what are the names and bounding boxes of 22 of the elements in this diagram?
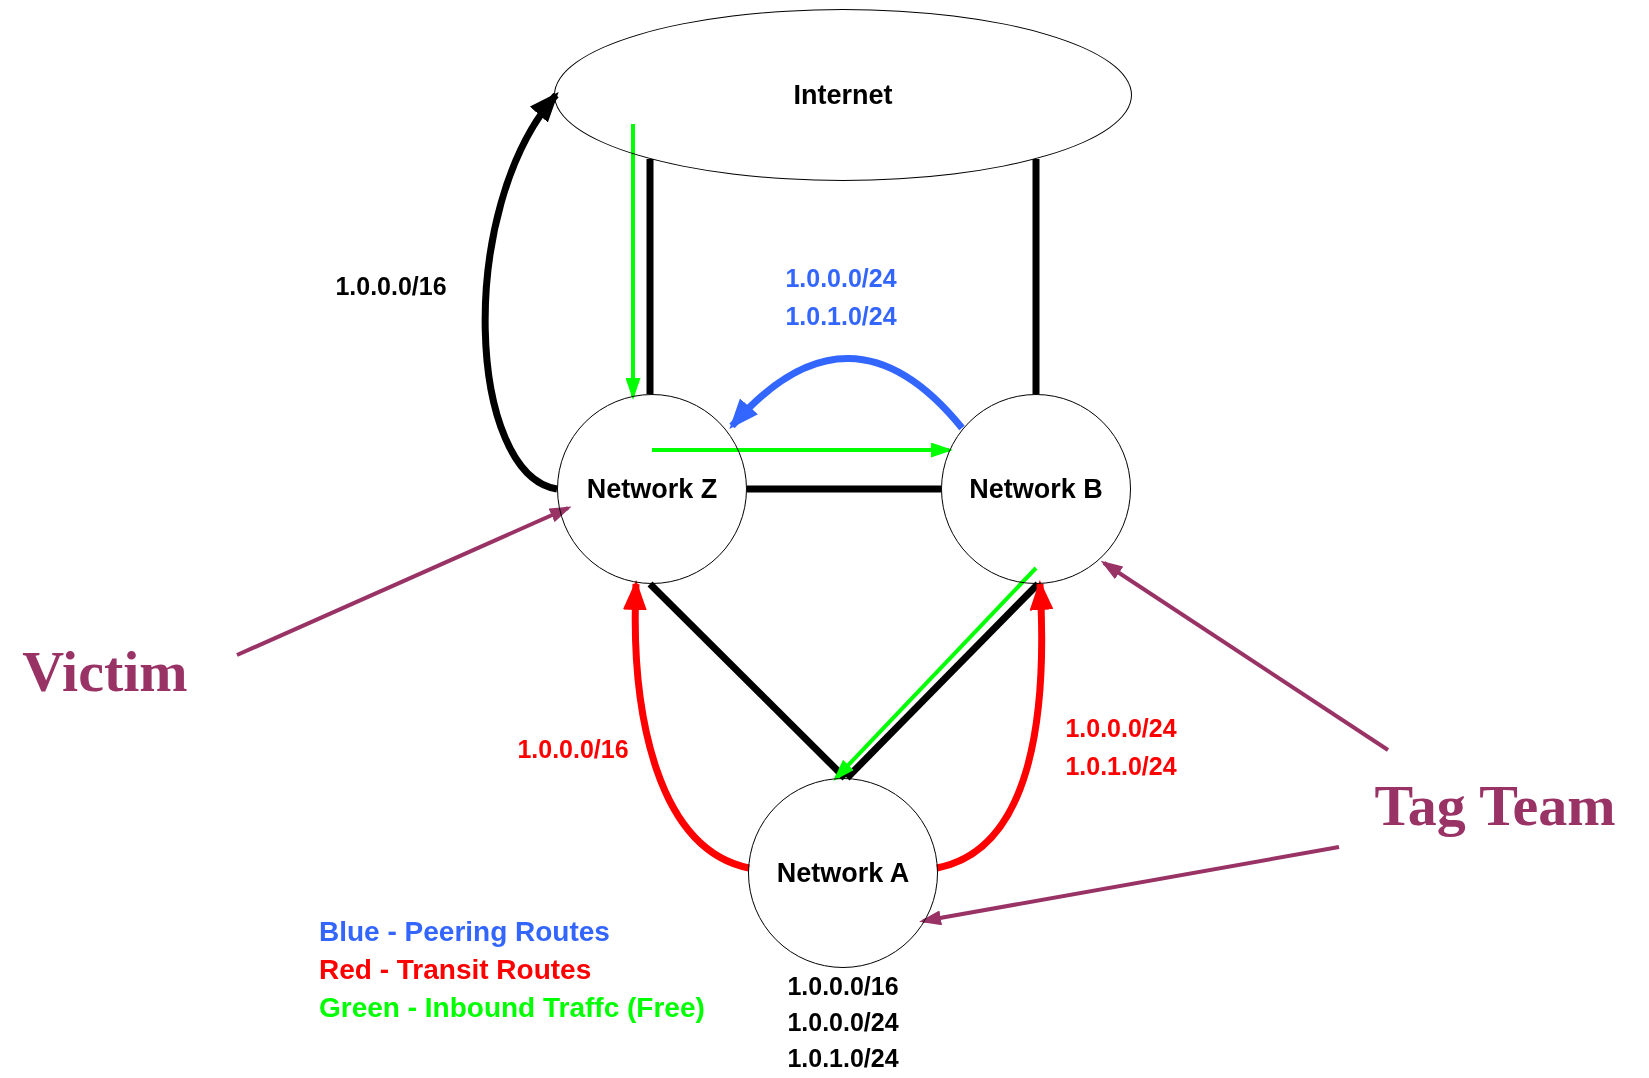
arrow xyxy=(236,506,572,657)
arrow xyxy=(652,442,953,458)
connector-line xyxy=(647,581,848,781)
arrow xyxy=(729,355,965,431)
legend-entry: Green - Inbound Traffc (Free) xyxy=(319,991,705,1025)
node-label: Network A xyxy=(776,857,910,889)
arrow xyxy=(919,845,1340,926)
callout-label: Victim xyxy=(22,637,188,705)
arrow xyxy=(623,580,751,872)
arrow xyxy=(625,124,641,400)
prefix-label: 1.0.0.0/16 xyxy=(787,971,899,1002)
legend-entry: Red - Transit Routes xyxy=(319,953,593,987)
arrow xyxy=(935,580,1054,872)
legend-entry: Blue - Peering Routes xyxy=(319,915,611,949)
arrow xyxy=(481,91,559,493)
arrow xyxy=(1100,560,1390,752)
node-label: Network B xyxy=(969,473,1103,505)
callout-label: Tag Team xyxy=(1374,771,1616,839)
node-label: Internet xyxy=(793,79,893,111)
node-label: Network Z xyxy=(586,473,718,505)
prefix-label: 1.0.0.0/24 xyxy=(787,1007,899,1038)
prefix-label: 1.0.1.0/24 xyxy=(787,1043,899,1074)
